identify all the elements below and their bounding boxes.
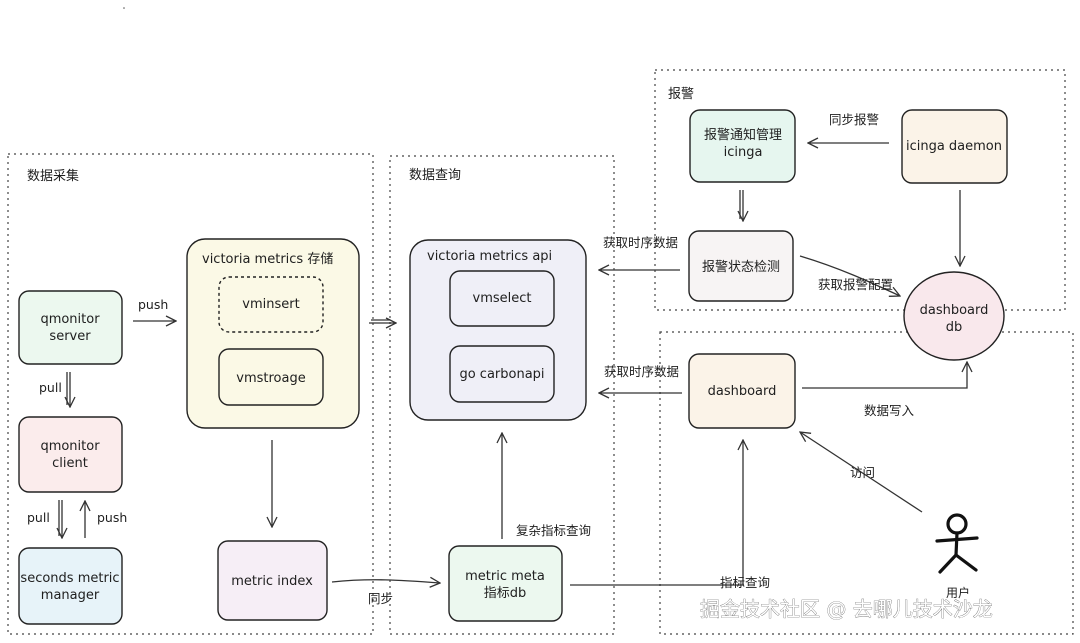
watermark: 掘金技术社区 @ 去哪儿技术沙龙 <box>700 597 993 621</box>
edge-fetch-ts-1-label: 获取时序数据 <box>603 235 678 250</box>
metric-meta-label-2: 指标db <box>484 586 527 601</box>
alert-check-label: 报警状态检测 <box>702 259 780 275</box>
qmonitor-server-label-2: server <box>49 329 91 344</box>
edge-fetch-ts-2: 获取时序数据 <box>599 364 682 393</box>
node-qmonitor-client: qmonitor client <box>18 416 123 493</box>
go-carbonapi-label: go carbonapi <box>459 367 544 382</box>
edge-sync-alert-label: 同步报警 <box>829 112 879 127</box>
node-alert-check: 报警状态检测 <box>688 230 794 302</box>
group-data-collect-title: 数据采集 <box>27 168 79 184</box>
edge-metric-query-label: 指标查询 <box>720 575 770 590</box>
node-metric-index: metric index <box>217 540 328 621</box>
qmonitor-server-label-1: qmonitor <box>40 312 100 327</box>
node-dashboard-db: dashboard db <box>903 271 1005 361</box>
group-data-collect: 数据采集 <box>7 153 374 635</box>
node-qmonitor-server: qmonitor server <box>18 290 123 365</box>
vminsert-label: vminsert <box>242 297 299 312</box>
edge-visit-label: 访问 <box>850 465 875 480</box>
edge-storage-to-api <box>369 320 396 323</box>
edge-pull-2-label: pull <box>27 510 50 525</box>
edge-fetch-alert-cfg-label: 获取报警配置 <box>818 277 893 292</box>
smm-label-2: manager <box>41 588 100 603</box>
group-alert-title: 报警 <box>668 86 694 102</box>
dashboard-label: dashboard <box>708 384 777 399</box>
edge-pull-1-label: pull <box>39 380 62 395</box>
edge-visit: 访问 <box>800 432 923 513</box>
node-vmstroage: vmstroage <box>218 348 324 406</box>
edge-push-2-label: push <box>97 510 127 525</box>
node-dashboard: dashboard <box>688 353 796 429</box>
edge-fetch-ts-1: 获取时序数据 <box>599 235 680 270</box>
node-icinga-daemon: icinga daemon <box>901 109 1008 184</box>
node-vmselect: vmselect <box>449 270 555 327</box>
node-metric-meta: metric meta 指标db <box>448 545 563 622</box>
edge-complex-query: 复杂指标查询 <box>502 433 591 539</box>
alert-notify-label-1: 报警通知管理 <box>704 127 782 143</box>
vm-api-label: victoria metrics api <box>427 249 552 264</box>
alert-notify-label-2: icinga <box>724 145 763 160</box>
qmonitor-client-label-2: client <box>52 456 88 471</box>
user-icon <box>935 513 979 574</box>
node-go-carbonapi: go carbonapi <box>449 345 555 403</box>
edge-fetch-ts-2-label: 获取时序数据 <box>604 364 679 379</box>
group-alert: 报警 <box>654 69 1066 311</box>
metric-index-label: metric index <box>231 574 313 589</box>
edge-data-write-label: 数据写入 <box>864 403 915 418</box>
edge-complex-query-label: 复杂指标查询 <box>516 523 591 538</box>
metric-meta-label-1: metric meta <box>465 569 545 584</box>
edge-push-label: push <box>138 297 168 312</box>
edge-sync-label: 同步 <box>368 591 393 606</box>
user-actor: 用户 <box>935 513 979 600</box>
edge-pull-2: pull <box>27 500 62 538</box>
edge-notify-to-check <box>740 190 743 221</box>
dashboard-db-label-2: db <box>946 320 963 335</box>
user-label: 用户 <box>946 585 970 600</box>
vm-storage-label: victoria metrics 存储 <box>202 252 333 267</box>
edge-sync-alert: 同步报警 <box>808 112 889 143</box>
edge-push: push <box>133 297 176 321</box>
vmselect-label: vmselect <box>473 291 532 306</box>
edge-push-2: push <box>85 501 127 538</box>
vmstroage-label: vmstroage <box>236 371 305 386</box>
node-seconds-metric-manager: seconds metric manager <box>18 547 123 625</box>
group-dashboard <box>659 331 1074 635</box>
icinga-daemon-label: icinga daemon <box>906 139 1002 154</box>
node-vminsert: vminsert <box>218 276 324 333</box>
edge-data-write: 数据写入 <box>802 362 967 418</box>
edge-pull-1: pull <box>39 372 70 407</box>
group-data-query-title: 数据查询 <box>409 168 461 183</box>
qmonitor-client-label-1: qmonitor <box>40 439 100 454</box>
node-alert-notify: 报警通知管理 icinga <box>689 109 796 183</box>
stray-dot <box>123 7 125 9</box>
group-data-query: 数据查询 <box>389 155 615 635</box>
smm-label-1: seconds metric <box>20 571 119 586</box>
dashboard-db-label-1: dashboard <box>920 303 989 318</box>
edge-metric-query: 指标查询 <box>570 440 770 590</box>
edge-sync: 同步 <box>331 580 440 606</box>
edge-fetch-alert-cfg: 获取报警配置 <box>799 255 900 296</box>
